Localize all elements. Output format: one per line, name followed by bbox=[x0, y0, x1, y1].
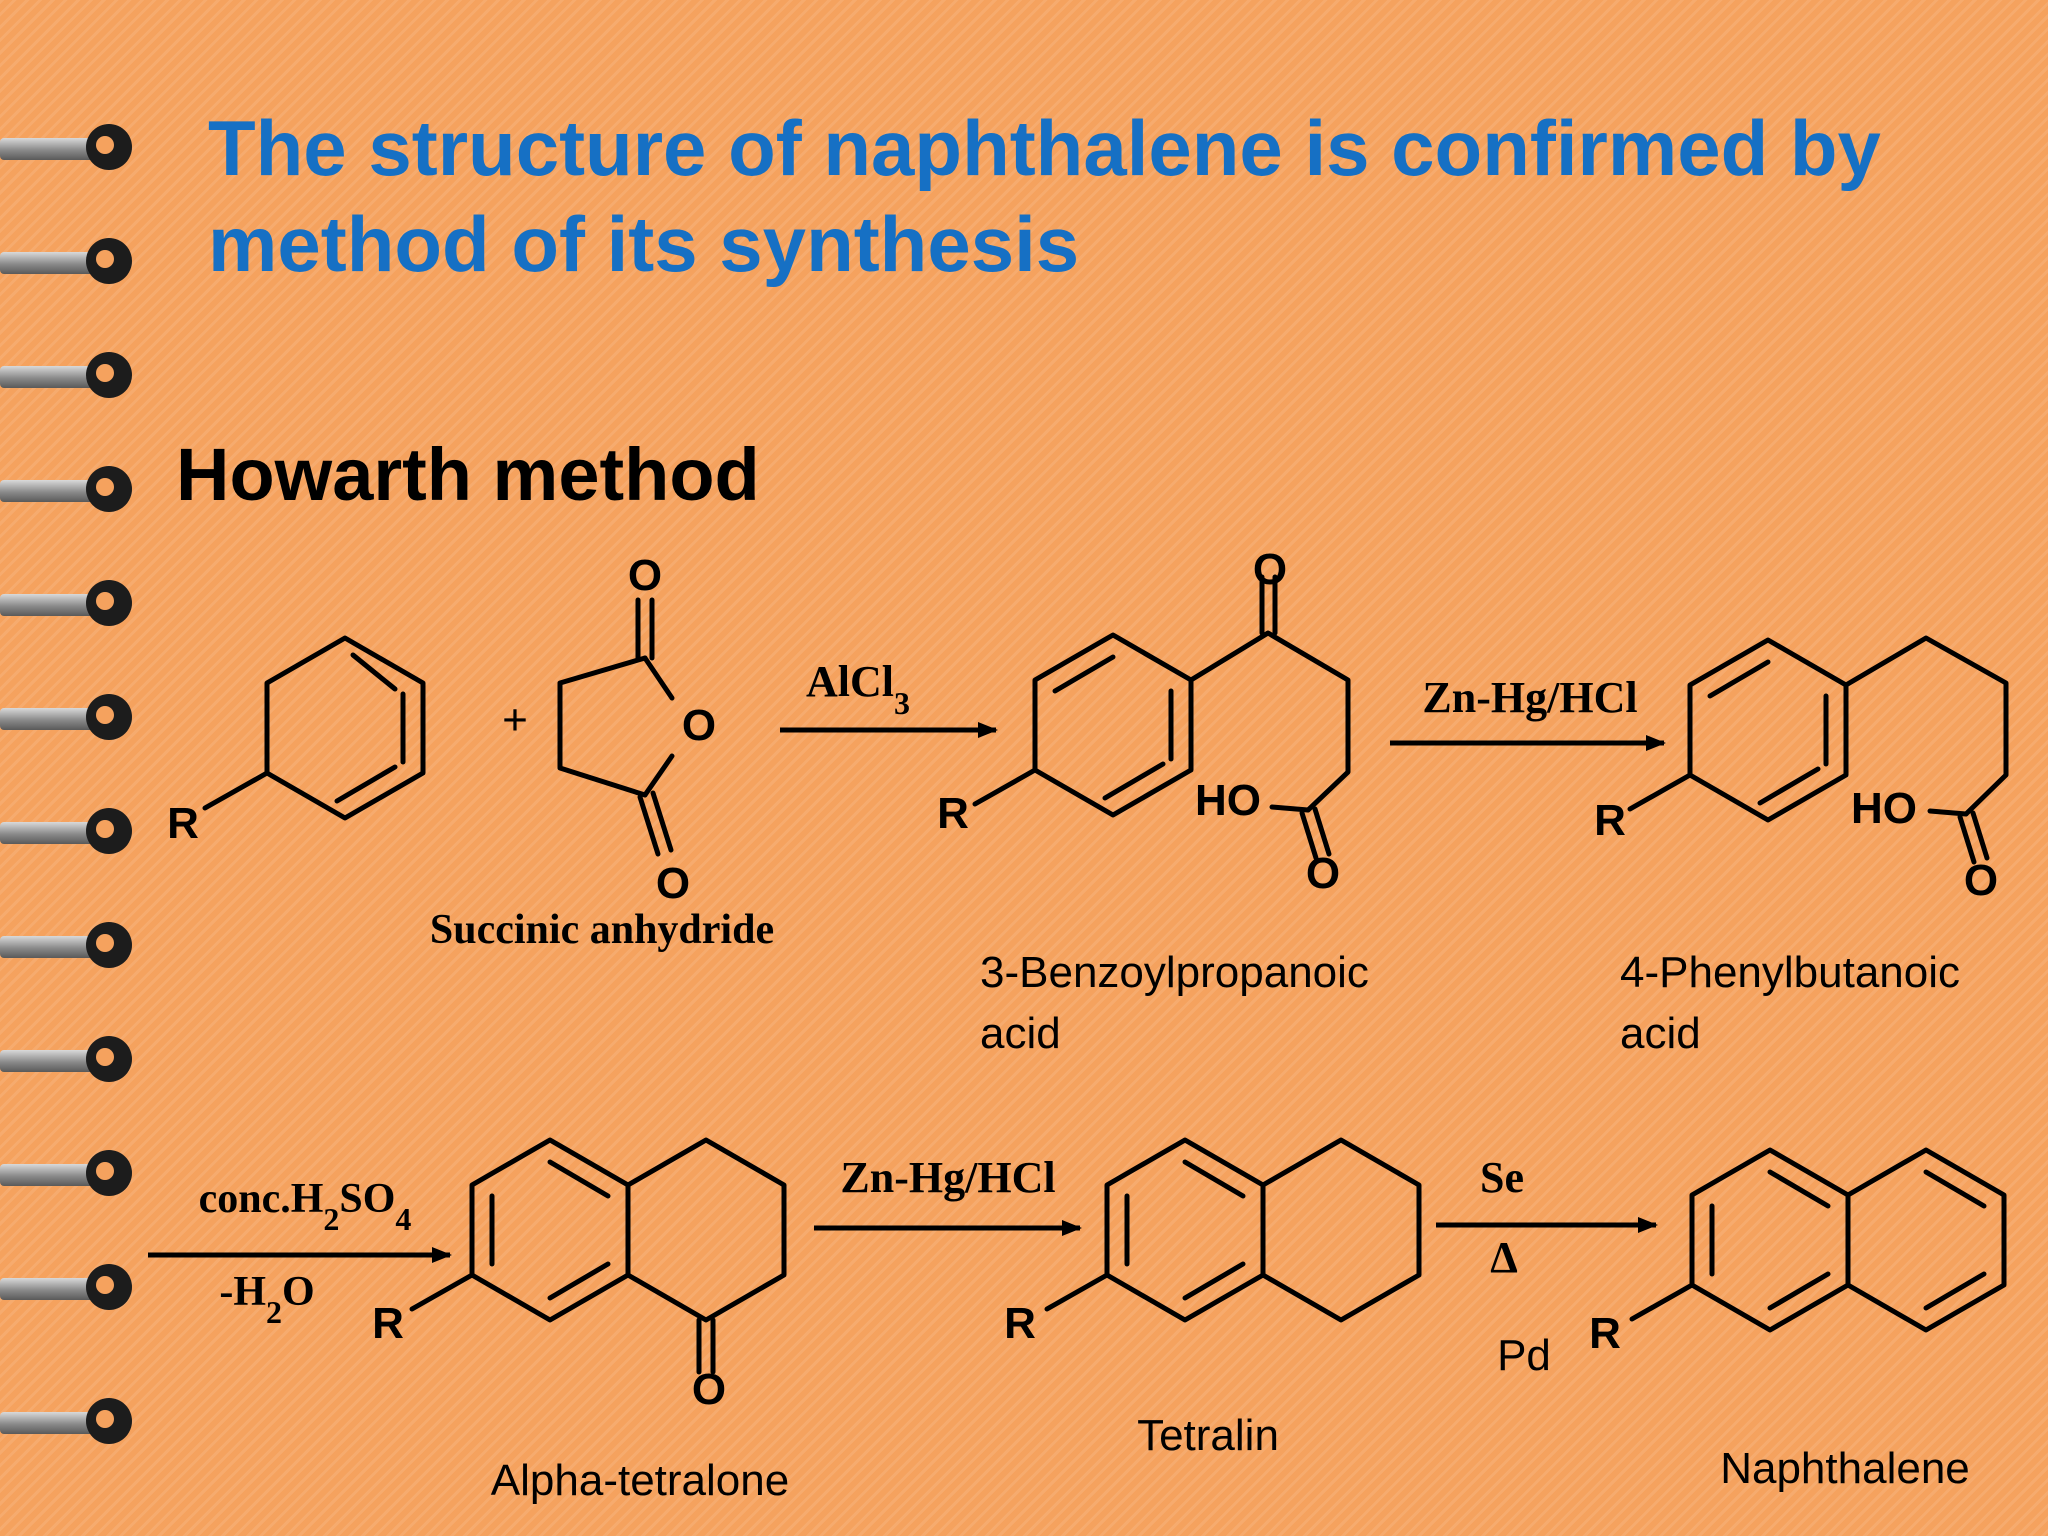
compound-name-line: acid bbox=[1620, 1009, 1701, 1058]
compound-name-succinic-anhydride: Succinic anhydride bbox=[430, 907, 774, 953]
spiral-ring-icon bbox=[0, 238, 140, 290]
spiral-ring-icon bbox=[0, 1398, 140, 1450]
compound-name-line: 4-Phenylbutanoic bbox=[1620, 948, 1960, 997]
atom-o: O bbox=[1253, 545, 1287, 594]
reagent-alcl3: AlCl3 bbox=[806, 657, 910, 721]
compound-name-line: acid bbox=[980, 1009, 1061, 1058]
section-heading: Howarth method bbox=[176, 433, 760, 516]
reagent-zn-hg-hcl: Zn-Hg/HCl bbox=[840, 1153, 1055, 1202]
atom-ho: HO bbox=[1195, 776, 1261, 825]
spiral-ring-icon bbox=[0, 1150, 140, 1202]
spiral-ring-icon bbox=[0, 1264, 140, 1316]
spiral-ring-icon bbox=[0, 580, 140, 632]
reagent-zn-hg-hcl: Zn-Hg/HCl bbox=[1422, 673, 1637, 722]
atom-o: O bbox=[628, 551, 662, 600]
slide-title-line-2: method of its synthesis bbox=[208, 200, 1080, 288]
atom-o: O bbox=[692, 1365, 726, 1414]
benzoylpropanoic-acid-structure bbox=[972, 574, 1351, 861]
spiral-ring-icon bbox=[0, 694, 140, 746]
atom-ho: HO bbox=[1851, 784, 1917, 833]
phenylbutanoic-acid-structure bbox=[1627, 635, 2009, 865]
atom-o: O bbox=[682, 701, 716, 750]
naphthalene-structure bbox=[1629, 1147, 2007, 1333]
r-group-label: R bbox=[372, 1299, 404, 1348]
alpha-tetralone-structure bbox=[409, 1137, 787, 1375]
compound-name-naphthalene: Naphthalene bbox=[1720, 1444, 1970, 1493]
spiral-ring-icon bbox=[0, 1036, 140, 1088]
r-group-label: R bbox=[1594, 796, 1626, 845]
slide-title-line-1: The structure of naphthalene is confirme… bbox=[208, 104, 1881, 192]
atom-o: O bbox=[1306, 849, 1340, 898]
r-group-label: R bbox=[1004, 1299, 1036, 1348]
spiral-ring-icon bbox=[0, 808, 140, 860]
plus-sign: + bbox=[502, 694, 528, 745]
compound-name-line: 3-Benzoylpropanoic bbox=[980, 948, 1369, 997]
reagent-minus-h2o: -H2O bbox=[219, 1269, 314, 1330]
succinic-anhydride-structure bbox=[557, 597, 675, 857]
atom-o: O bbox=[656, 859, 690, 908]
reagent-pd: Pd bbox=[1497, 1331, 1551, 1380]
atom-o: O bbox=[1964, 856, 1998, 905]
reagent-conc-h2so4: conc.H2SO4 bbox=[199, 1176, 412, 1237]
spiral-ring-icon bbox=[0, 466, 140, 518]
r-group-label: R bbox=[167, 799, 199, 848]
benzene-structure bbox=[202, 635, 426, 821]
spiral-ring-icon bbox=[0, 352, 140, 404]
tetralin-structure bbox=[1044, 1137, 1422, 1323]
spiral-ring-icon bbox=[0, 922, 140, 974]
spiral-ring-icon bbox=[0, 124, 140, 176]
compound-name-tetralin: Tetralin bbox=[1137, 1411, 1279, 1460]
r-group-label: R bbox=[1589, 1309, 1621, 1358]
slide-title: The structure of naphthalene is confirme… bbox=[208, 100, 1988, 292]
compound-name-alpha-tetralone: Alpha-tetralone bbox=[491, 1456, 789, 1505]
reagent-se: Se bbox=[1480, 1153, 1524, 1202]
reagent-heat-delta: Δ bbox=[1490, 1233, 1518, 1282]
r-group-label: R bbox=[937, 789, 969, 838]
